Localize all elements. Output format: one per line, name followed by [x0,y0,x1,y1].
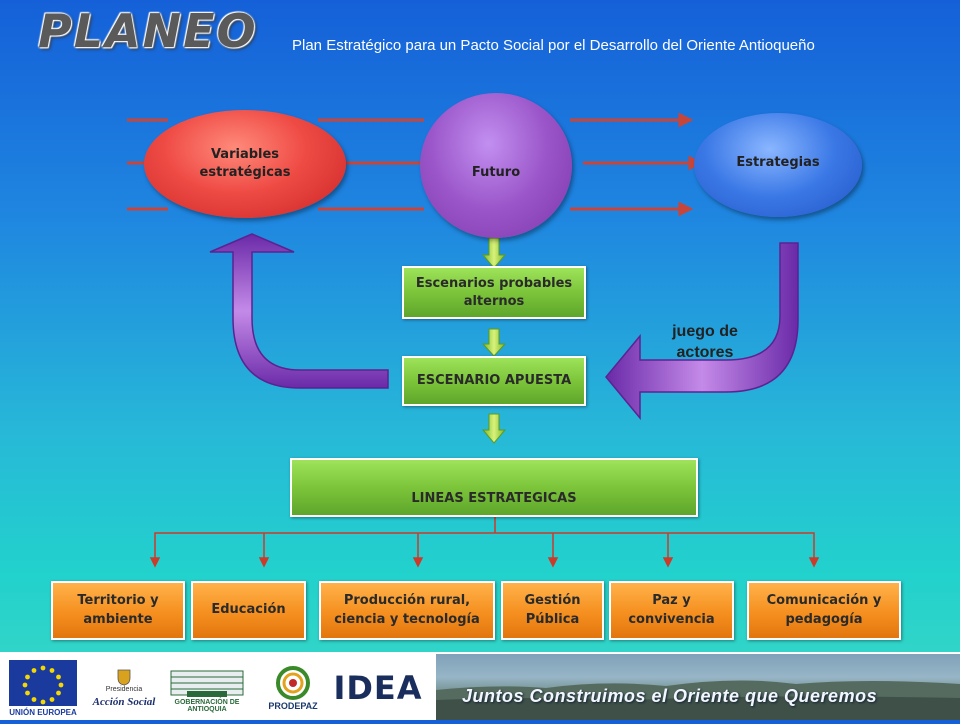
accion-social-logo: Presidencia Acción Social [92,658,156,718]
footer-slogan: Juntos Construimos el Oriente que Querem… [462,686,878,706]
coat-of-arms-icon [117,669,131,686]
variables-label: Variables estratégicas [199,146,291,180]
eu-logo: UNIÓN EUROPEA [8,658,78,718]
idea-text: IDEA [333,669,423,707]
prodepaz-logo: PRODEPAZ [268,658,318,718]
line-label: Paz y convivencia [628,593,715,627]
line-gestion-publica: Gestión Pública [501,581,604,640]
node-futuro: Futuro [420,93,572,238]
node-lineas-estrategicas: LINEAS ESTRATEGICAS [290,458,698,517]
feedback-arrow-right [605,242,799,421]
line-territorio-ambiente: Territorio y ambiente [51,581,185,640]
gobernacion-logo: GOBERNACIÓN DE ANTIOQUIA [164,658,250,718]
presidencia-text: Presidencia [105,686,143,693]
lineas-label: LINEAS ESTRATEGICAS [411,490,577,506]
escenarios-label: Escenarios probables alternos [415,275,573,309]
apuesta-label: ESCENARIO APUESTA [416,373,572,389]
landscape-photo [436,654,960,720]
flow-lines [127,112,704,217]
page-subtitle: Plan Estratégico para un Pacto Social po… [292,37,815,54]
page-title: PLANEO [38,4,258,58]
line-label: Producción rural, ciencia y tecnología [334,593,480,627]
estrategias-label: Estrategias [736,154,820,170]
landscape-silhouette [436,680,960,720]
idea-logo: IDEA [330,668,426,708]
juego-de-actores-label: juego de actores [672,323,738,361]
accion-social-text: Acción Social [92,696,156,708]
node-escenarios-probables: Escenarios probables alternos [402,266,586,319]
node-variables-estrategicas: Variables estratégicas [144,110,346,218]
feedback-arrow-left [209,233,389,389]
node-escenario-apuesta: ESCENARIO APUESTA [402,356,586,406]
eu-flag-icon [9,659,77,706]
eu-logo-text: UNIÓN EUROPEA [9,707,77,717]
line-label: Comunicación y pedagogía [766,593,882,627]
line-educacion: Educación [191,581,306,640]
line-label: Educación [211,602,286,618]
sponsor-logos: UNIÓN EUROPEA Presidencia Acción Social … [0,654,436,720]
line-label: Gestión Pública [524,593,581,627]
node-estrategias: Estrategias [694,113,862,217]
outcome-connectors [149,517,820,568]
gobernacion-building-icon [170,670,244,697]
line-paz-convivencia: Paz y convivencia [609,581,734,640]
gobernacion-text: GOBERNACIÓN DE ANTIOQUIA [174,699,240,713]
line-produccion-rural: Producción rural, ciencia y tecnología [319,581,495,640]
futuro-label: Futuro [471,165,521,180]
down-arrows [481,237,507,444]
line-label: Territorio y ambiente [77,593,159,627]
line-comunicacion-pedagogia: Comunicación y pedagogía [747,581,901,640]
prodepaz-text: PRODEPAZ [268,701,318,711]
prodepaz-emblem-icon [276,666,310,700]
